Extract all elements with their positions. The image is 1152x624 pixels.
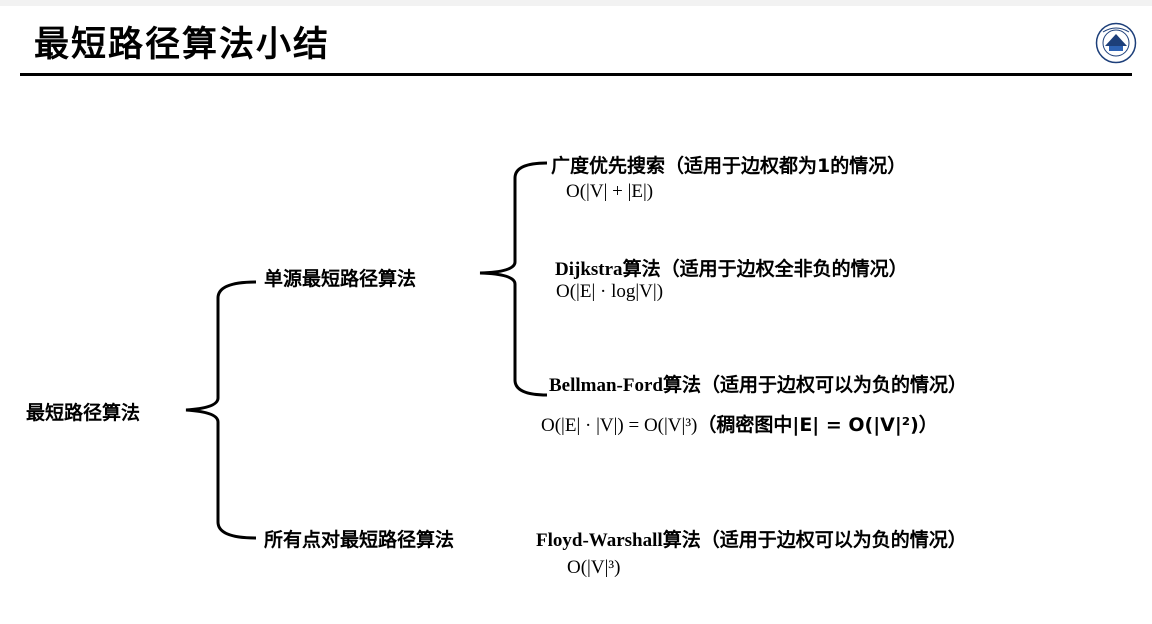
branch-single-source: 单源最短路径算法 [264, 268, 417, 290]
bellman-ford-complexity: O(|E| · |V|) = O(|V|³) [541, 415, 698, 436]
floyd-warshall-name: Floyd-Warshall [536, 530, 663, 551]
root-label: 最短路径算法 [26, 402, 141, 424]
dijkstra-complexity: O(|E| · log|V|) [556, 281, 664, 302]
bellman-ford-heading: Bellman-Ford算法（适用于边权可以为负的情况） [549, 370, 967, 397]
top-strip [0, 0, 1152, 6]
dijkstra-name: Dijkstra [555, 259, 623, 280]
bellman-ford-note: （稠密图中|E| = O(|V|²)） [697, 414, 938, 436]
floyd-warshall-condition: （适用于边权可以为负的情况） [700, 529, 967, 551]
university-logo-icon [1095, 22, 1137, 64]
page-title: 最短路径算法小结 [34, 25, 331, 65]
bfs-heading: 广度优先搜索（适用于边权都为1的情况） [551, 151, 906, 178]
floyd-warshall-complexity: O(|V|³) [567, 557, 621, 578]
title-underline [20, 73, 1132, 76]
dijkstra-condition: （适用于边权全非负的情况） [660, 258, 908, 280]
bellman-ford-name: Bellman-Ford [549, 375, 663, 396]
bfs-name: 广度优先搜索 [551, 155, 666, 177]
bfs-condition: （适用于边权都为1的情况） [665, 155, 907, 177]
bfs-complexity: O(|V| + |E|) [566, 181, 654, 202]
dijkstra-name-suffix: 算法 [622, 258, 661, 280]
bellman-ford-name-suffix: 算法 [663, 374, 702, 396]
dijkstra-heading: Dijkstra算法（适用于边权全非负的情况） [555, 254, 908, 281]
bellman-ford-complexity-line: O(|E| · |V|) = O(|V|³)（稠密图中|E| = O(|V|²)… [541, 410, 938, 437]
bellman-ford-condition: （适用于边权可以为负的情况） [701, 374, 968, 396]
single-source-brace [479, 161, 548, 397]
floyd-warshall-name-suffix: 算法 [662, 529, 701, 551]
floyd-warshall-heading: Floyd-Warshall算法（适用于边权可以为负的情况） [536, 525, 967, 552]
root-brace [185, 280, 257, 540]
branch-all-pairs: 所有点对最短路径算法 [264, 529, 455, 551]
